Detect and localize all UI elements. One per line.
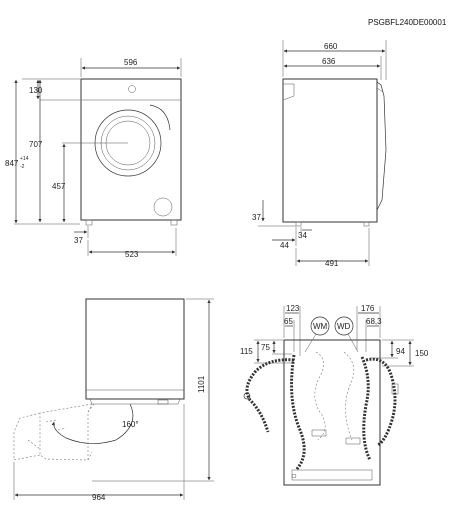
dim-176: 176 [361,304,375,313]
dim-center-height: 707 [29,140,43,149]
dim-door-center: 457 [52,182,66,191]
dim-door-depth: 1101 [197,375,206,393]
rear-bolt [291,473,297,479]
wm-callout [310,316,330,336]
dim-65: 65 [284,317,293,326]
dim-115: 115 [240,347,253,356]
wd-callout [334,316,354,336]
inlet-hose-left [290,354,306,472]
drain-hose-left [245,358,295,433]
door-angle-label: 160° [122,420,139,429]
dim-width-front: 596 [124,58,138,67]
top-cabinet [85,298,185,400]
dim-94: 94 [396,347,405,356]
inlet-hose-right [360,356,372,461]
open-door-outline [39,403,93,461]
dim-depth-body: 636 [322,57,336,66]
side-front-foot [363,221,370,227]
wd-tube [343,351,355,441]
side-door-profile [376,81,387,211]
filter-cover [153,197,173,217]
front-cabinet [80,78,182,221]
door-handle [149,104,171,131]
dim-foot-offset: 37 [74,236,83,245]
tube-clip-left [311,429,327,437]
open-door-swing-lines [13,403,95,461]
dim-door-width: 964 [92,493,106,502]
door-angle-arc [51,403,134,444]
side-cabinet [282,78,378,223]
tolerance-up: +14 [20,156,29,162]
wd-label: WD [337,322,351,331]
front-left-foot [85,219,93,226]
tube-clip-right [345,437,361,445]
front-right-foot [170,219,178,226]
dim-150: 150 [415,349,429,358]
product-code: PSGBFL240DE00001 [368,18,447,27]
wm-tube [314,351,326,441]
hose-fitting-right [391,383,399,395]
top-door-edge [89,398,181,405]
side-top-edge [376,87,384,93]
side-rear-detail [282,83,295,101]
dim-feet-span: 491 [325,259,339,268]
drain-hose-right [365,357,397,447]
wm-leader [304,333,317,353]
dim-34: 34 [298,231,307,240]
dim-foot-span: 523 [125,250,139,259]
tolerance-down: -2 [20,164,25,170]
dim-total-height: 847 [5,159,19,168]
dim-foot-height: 37 [252,213,261,222]
door-opening-view: 160° 1101 964 [13,298,214,502]
dim-44: 44 [280,241,289,250]
door-hinge [157,399,169,405]
wd-leader [347,333,359,353]
open-door-detail [27,419,67,450]
dim-123: 123 [286,304,300,313]
side-view: 660 636 37 34 44 491 [252,40,387,268]
front-view: 596 130 707 847 +14 -2 457 37 523 [5,58,182,259]
dim-68-3: 68,3 [366,317,382,326]
rear-view: WM WD 123 65 176 68,3 115 75 [240,304,429,486]
hose-fitting-left [243,392,251,400]
program-knob-icon [128,85,136,93]
wm-label: WM [313,322,328,331]
side-rear-foot [295,221,302,227]
dim-depth-total: 660 [324,42,338,51]
dim-top-height: 130 [29,86,43,95]
dim-75: 75 [261,343,270,352]
